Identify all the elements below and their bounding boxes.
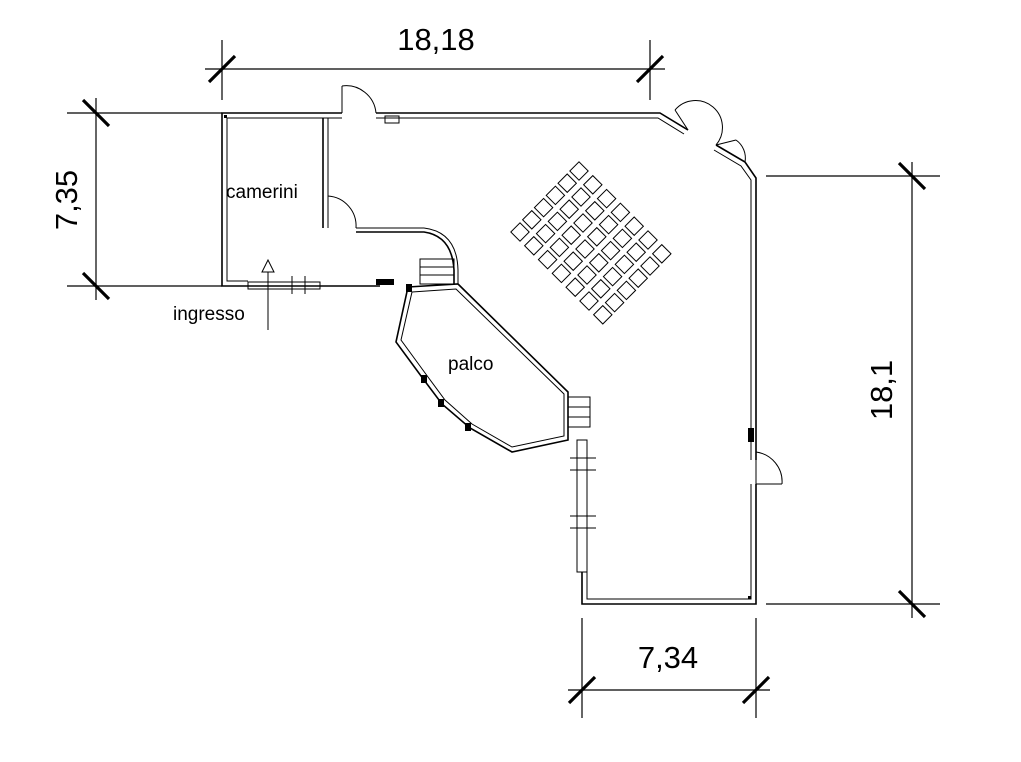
dimension-right-label: 18,1 <box>864 360 899 420</box>
room-label-camerini: camerini <box>226 182 298 203</box>
seat <box>628 268 649 289</box>
dimension-bottom: 7,34 <box>567 618 771 718</box>
seat <box>549 237 570 258</box>
seat <box>573 213 593 233</box>
seat <box>533 197 554 218</box>
seat <box>624 216 645 237</box>
seat <box>510 222 530 242</box>
dimension-top: 18,18 <box>205 22 665 100</box>
wall-marker <box>748 428 754 442</box>
seat <box>616 280 637 301</box>
seat <box>559 199 580 220</box>
seat <box>610 202 631 223</box>
stage-stairs-right <box>567 396 591 428</box>
seat <box>600 240 621 261</box>
door-camerini <box>327 195 357 229</box>
door-diagonal-1 <box>674 100 723 146</box>
seat <box>575 239 595 259</box>
seat <box>651 243 672 264</box>
audience-seating <box>510 161 672 325</box>
seat <box>547 211 568 232</box>
dimension-bottom-label: 7,34 <box>638 640 698 675</box>
seat <box>579 291 599 311</box>
room-label-ingresso: ingresso <box>173 304 245 325</box>
stage-stairs-top <box>419 258 455 285</box>
seat <box>638 230 658 250</box>
seat <box>584 200 605 221</box>
seat <box>545 185 566 206</box>
seat <box>588 252 609 273</box>
seat <box>596 188 617 209</box>
entrance-arrow <box>261 258 275 330</box>
seat <box>551 263 572 284</box>
seat <box>565 277 586 298</box>
seat <box>535 223 556 244</box>
door-top <box>341 85 377 114</box>
seat <box>604 292 625 313</box>
seat <box>582 174 603 195</box>
dimension-top-label: 18,18 <box>397 22 475 57</box>
room-label-palco: palco <box>448 354 493 375</box>
seat <box>571 187 591 207</box>
seat <box>557 173 578 194</box>
seat <box>626 242 647 263</box>
seat <box>577 265 597 285</box>
seat <box>561 225 582 246</box>
wall-fixture <box>384 115 400 124</box>
stage <box>395 283 569 453</box>
seat <box>569 161 589 181</box>
dimension-right: 18,1 <box>766 161 940 619</box>
seat <box>563 251 584 272</box>
seat <box>640 256 660 276</box>
right-window <box>570 439 596 573</box>
seat <box>521 209 542 230</box>
corner-mark-1 <box>224 115 227 118</box>
seat <box>612 228 633 249</box>
seat <box>592 304 613 325</box>
dimension-left-label: 7,35 <box>49 170 84 230</box>
seat <box>598 214 619 235</box>
door-right <box>755 451 783 485</box>
seat <box>602 266 623 287</box>
corner-mark-2 <box>748 596 751 599</box>
entrance-window <box>247 276 394 294</box>
door-diagonal-2 <box>715 139 746 163</box>
seat <box>537 249 558 270</box>
seat <box>586 226 607 247</box>
seat <box>614 254 635 275</box>
seat <box>523 235 544 256</box>
seat <box>590 278 611 299</box>
dimension-left: 7,35 <box>49 98 222 301</box>
